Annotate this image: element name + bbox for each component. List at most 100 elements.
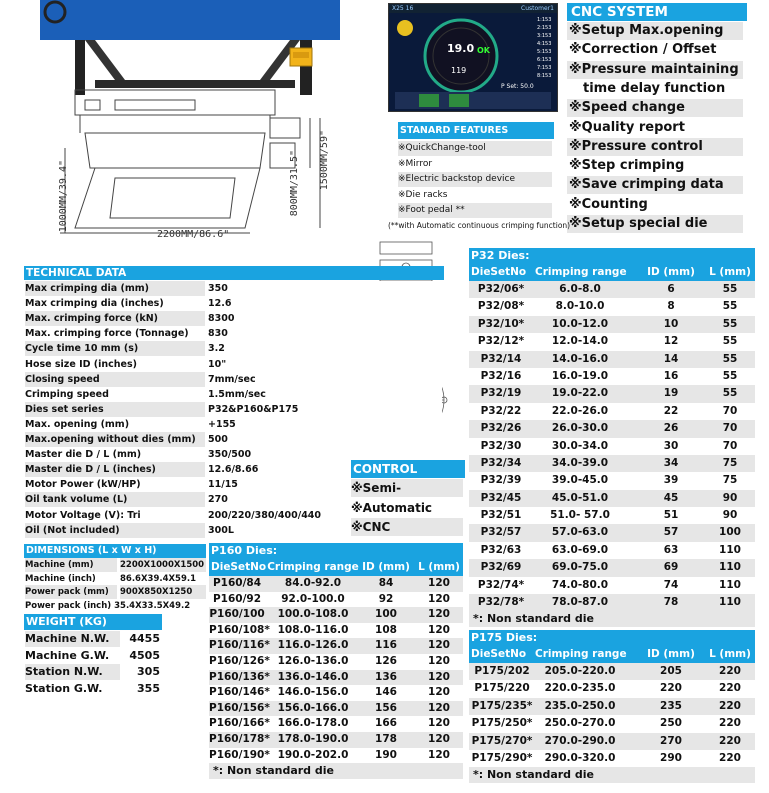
- die-table-cell: 120: [428, 654, 450, 667]
- die-table-cell: 84.0-92.0: [284, 577, 342, 589]
- standard-feature-item: ※Electric backstop device: [398, 172, 552, 187]
- die-table-header-cell: ID (mm): [362, 561, 410, 573]
- die-table-cell: 270: [660, 734, 682, 747]
- die-table-cell: 70: [722, 422, 738, 435]
- drawing-height3-label: 1500MM/59": [319, 130, 330, 191]
- die-table-cell: 290: [660, 751, 682, 764]
- die-table-cell: P32/78*: [477, 596, 525, 609]
- die-table-cell: 110: [719, 578, 741, 591]
- die-table-cell: 55: [722, 352, 738, 365]
- tech-key: Max crimping dia (inches): [25, 296, 205, 312]
- die-table-cell: 116.0-126.0: [277, 639, 349, 652]
- die-table-header-cell: DieSetNo: [471, 266, 527, 278]
- die-table-cell: P32/10*: [477, 317, 525, 330]
- die-table-cell: 78: [663, 596, 679, 609]
- die-table-cell: 69: [663, 561, 679, 574]
- die-table-cell: 220: [719, 682, 741, 695]
- die-table-cell: P32/26: [480, 422, 522, 435]
- die-table-title: P175 Dies:: [469, 630, 755, 646]
- die-table-cell: 100.0-108.0: [277, 608, 349, 621]
- tech-value: 350: [208, 281, 442, 296]
- cnc-feature-item: ※Pressure maintaining: [567, 60, 743, 79]
- die-table-cell: 120: [428, 623, 450, 636]
- die-table-cell: P175/235*: [471, 699, 533, 712]
- die-table-cell: P175/270*: [471, 734, 533, 747]
- machine-drawing: [55, 88, 345, 248]
- tech-key: Closing speed: [25, 371, 205, 387]
- die-table-note: *: Non standard die: [469, 611, 755, 628]
- die-table-cell: P32/19: [480, 387, 522, 400]
- die-table-title: P32 Dies:: [469, 248, 755, 264]
- tech-value: 350/500: [208, 447, 442, 463]
- die-table-cell: 12: [663, 335, 679, 348]
- die-table-cell: 26.0-30.0: [551, 422, 609, 435]
- die-table-cell: P175/250*: [471, 717, 533, 730]
- die-table-cell: 39.0-45.0: [551, 474, 609, 487]
- die-table-cell: 120: [428, 686, 450, 699]
- die-table-cell: 108: [375, 623, 397, 636]
- standard-feature-item: ※QuickChange-tool: [398, 141, 552, 156]
- control-item: ※Automatic: [351, 498, 463, 517]
- die-table-cell: P160/190*: [209, 748, 270, 761]
- tech-value: 12.6: [208, 296, 442, 312]
- die-table-cell: 6: [667, 283, 675, 295]
- dimension-key: Machine (mm): [25, 558, 117, 572]
- die-table-cell: 146.0-156.0: [277, 686, 349, 699]
- screen-step: 2:153: [537, 25, 552, 31]
- drawing-height2-label: 800MM/31.5": [289, 150, 300, 217]
- die-table-cell: 74.0-80.0: [551, 578, 609, 591]
- screen-title: X25 16: [392, 5, 414, 12]
- die-table-cell: 220: [719, 665, 741, 677]
- die-table-cell: 14.0-16.0: [551, 352, 609, 365]
- die-table-cell: 14: [663, 352, 679, 365]
- weight-row: Station N.W.305: [24, 664, 162, 680]
- die-table-cell: 51: [663, 509, 679, 522]
- die-table-cell: 136: [375, 670, 397, 683]
- control-item: ※CNC: [351, 518, 463, 536]
- tech-key: Max crimping dia (mm): [25, 281, 205, 296]
- die-table-cell: 90: [722, 509, 738, 522]
- die-table-cell: 220: [719, 699, 741, 712]
- die-table-cell: 34: [663, 456, 679, 469]
- standard-features-title: STANARD FEATURES: [398, 122, 554, 139]
- die-table-cell: P160/126*: [209, 654, 270, 667]
- tech-value: 8300: [208, 311, 442, 327]
- die-table-cell: 220.0-235.0: [544, 682, 616, 695]
- die-table-cell: 220: [719, 717, 741, 730]
- die-table-cell: P32/63: [480, 543, 522, 556]
- screen-main-value: 19.0: [447, 42, 475, 55]
- cnc-feature-item: ※Speed change: [567, 99, 743, 118]
- die-table-cell: 19: [663, 387, 679, 400]
- screen-step: 1:153: [537, 17, 552, 23]
- die-table-cell: 26: [663, 422, 679, 435]
- die-table-cell: 110: [719, 543, 741, 556]
- die-table-cell: 220: [660, 682, 682, 695]
- die-table-cell: 55: [722, 335, 738, 348]
- cnc-feature-item: ※Counting: [567, 195, 743, 214]
- screen-pset: P Set: 50.0: [501, 83, 534, 90]
- screen-step: 7:153: [537, 65, 552, 71]
- die-table-cell: 8: [667, 300, 675, 313]
- die-table-cell: 30.0-34.0: [551, 439, 609, 452]
- die-table-cell: 120: [428, 608, 450, 621]
- dimensions-title: DIMENSIONS (L x W x H): [24, 544, 206, 558]
- tech-value: 1.5mm/sec: [208, 386, 442, 402]
- weight-value: 305: [137, 665, 160, 678]
